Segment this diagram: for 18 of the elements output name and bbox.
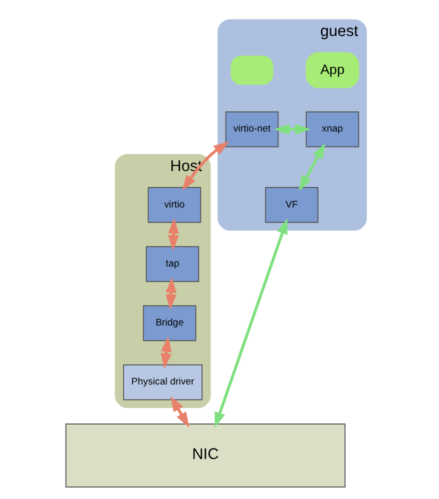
node-box: virtio-net [224,111,278,148]
arrow [298,143,325,192]
arrow [160,336,172,369]
arrow [165,277,176,310]
node-box: tap [145,246,199,282]
node-box: Physical driver [122,364,202,400]
arrow [182,141,229,191]
arrow [273,124,310,135]
node-box [230,56,273,85]
node-box: NIC [64,424,346,488]
node-box: App [305,52,359,88]
node-box: VF [264,186,318,223]
node-box: Bridge [142,305,196,342]
arrow [168,218,178,251]
node-box: virtio [147,186,201,223]
arrow [214,218,287,428]
arrow [170,396,189,428]
node-box: xnap [305,111,359,148]
